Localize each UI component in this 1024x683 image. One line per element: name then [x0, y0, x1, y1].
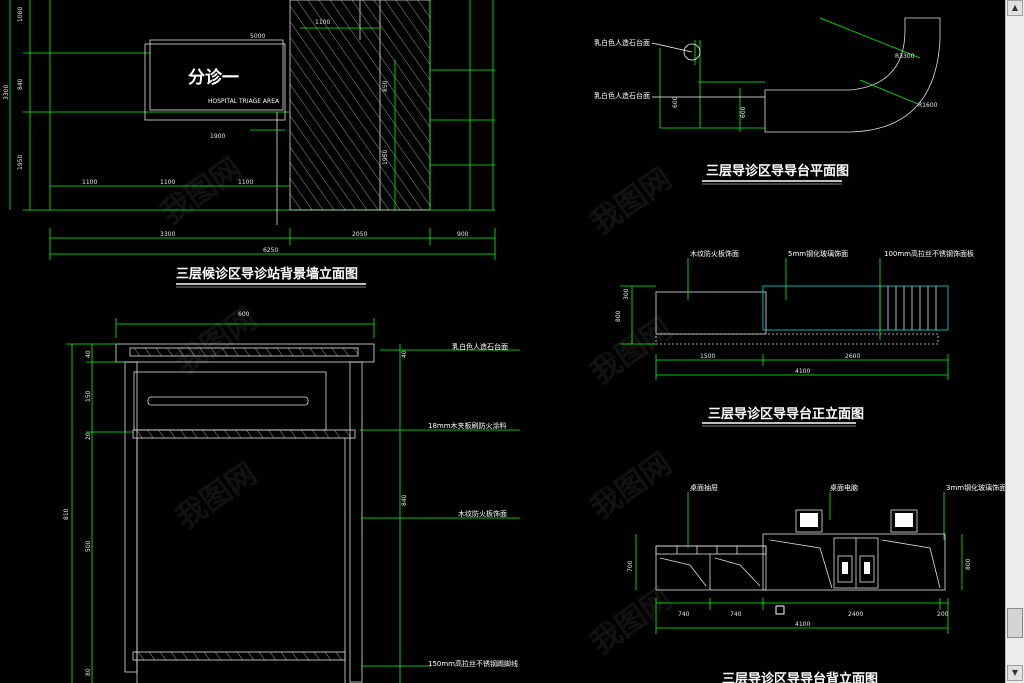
svg-text:4100: 4100: [795, 621, 810, 628]
svg-text:4100: 4100: [795, 368, 810, 375]
svg-text:200: 200: [937, 611, 949, 618]
svg-text:40: 40: [401, 350, 408, 358]
svg-text:我图网: 我图网: [155, 151, 249, 231]
svg-text:5mm钢化玻璃饰面: 5mm钢化玻璃饰面: [788, 249, 848, 258]
desk-section-detail: [66, 318, 520, 683]
svg-text:1100: 1100: [160, 179, 175, 186]
svg-text:2050: 2050: [352, 231, 367, 238]
svg-text:150mm高拉丝不锈钢踢脚线: 150mm高拉丝不锈钢踢脚线: [428, 659, 518, 668]
desk-back-icons: [775, 513, 913, 615]
desk-front-title: 三层导诊区导导台正立面图: [708, 406, 864, 422]
svg-text:40: 40: [85, 350, 92, 358]
svg-text:20: 20: [85, 432, 92, 440]
desk-back-elevation: [635, 492, 963, 634]
svg-text:乳白色人造石台面: 乳白色人造石台面: [452, 342, 508, 351]
svg-text:乳白色人造石台面: 乳白色人造石台面: [594, 38, 650, 47]
svg-text:740: 740: [678, 611, 690, 618]
cabinet-handle-icon: [864, 562, 870, 574]
svg-text:1900: 1900: [210, 133, 225, 140]
desk-back-title: 三层导诊区导导台背立面图: [722, 671, 878, 683]
svg-text:800: 800: [615, 310, 622, 322]
wall-elevation-drawing: [9, 0, 496, 260]
svg-text:740: 740: [730, 611, 742, 618]
svg-text:1500: 1500: [700, 353, 715, 360]
marker-icon: [775, 605, 785, 615]
watermark: 我图网 我图网 我图网 我图网 我图网 我图网 我图网: [155, 151, 679, 661]
svg-text:150: 150: [85, 390, 92, 402]
svg-text:850: 850: [382, 80, 389, 92]
svg-text:18mm木夹板刷防火涂料: 18mm木夹板刷防火涂料: [428, 421, 507, 430]
svg-text:2400: 2400: [848, 611, 863, 618]
svg-text:600: 600: [238, 311, 250, 318]
svg-text:2600: 2600: [845, 353, 860, 360]
svg-text:1100: 1100: [82, 179, 97, 186]
computer-monitor-icon: [895, 513, 913, 527]
svg-text:3300: 3300: [3, 85, 10, 100]
svg-text:700: 700: [627, 560, 634, 572]
desk-back-text: 桌面抽屉 桌面电脑 3mm钢化玻璃饰面 740 740 2400 200 410…: [627, 483, 1005, 628]
desk-front-text: 木纹防火板饰面 5mm钢化玻璃饰面 100mm高拉丝不锈钢饰面板 1500 26…: [615, 249, 974, 422]
wall-elevation-text: 分诊一 HOSPITAL TRIAGE AREA 1100 5000 1900 …: [3, 7, 469, 282]
sign-text: 分诊一: [188, 67, 239, 88]
svg-text:800: 800: [965, 558, 972, 570]
svg-text:3300: 3300: [160, 231, 175, 238]
svg-text:810: 810: [63, 508, 70, 520]
desk-plan-drawing: [651, 17, 941, 133]
svg-text:我图网: 我图网: [585, 581, 679, 661]
svg-text:5000: 5000: [250, 33, 265, 40]
desk-front-elevation: [620, 258, 949, 380]
svg-text:840: 840: [401, 494, 408, 506]
svg-text:R3300: R3300: [895, 53, 915, 60]
svg-text:R1600: R1600: [918, 102, 938, 109]
svg-text:900: 900: [457, 231, 469, 238]
svg-text:1100: 1100: [315, 19, 330, 26]
wall-elevation-title: 三层候诊区导诊站背景墙立面图: [176, 266, 358, 282]
svg-text:我图网: 我图网: [170, 301, 264, 381]
svg-text:600: 600: [672, 96, 679, 108]
svg-text:1950: 1950: [382, 150, 389, 165]
svg-text:我图网: 我图网: [170, 456, 264, 536]
sign-subtext: HOSPITAL TRIAGE AREA: [208, 98, 280, 105]
scroll-down-button[interactable]: ▼: [1007, 665, 1023, 681]
computer-monitor-icon: [800, 513, 818, 527]
svg-text:木纹防火板饰面: 木纹防火板饰面: [690, 249, 739, 258]
desk-section-text: 乳白色人造石台面 18mm木夹板刷防火涂料 木纹防火板饰面 150mm高拉丝不锈…: [63, 311, 518, 676]
svg-text:840: 840: [17, 78, 24, 90]
svg-text:100mm高拉丝不锈钢饰面板: 100mm高拉丝不锈钢饰面板: [884, 249, 974, 258]
scrollbar-thumb[interactable]: [1007, 608, 1023, 638]
svg-text:我图网: 我图网: [585, 311, 679, 391]
svg-text:600: 600: [740, 106, 747, 118]
svg-text:300: 300: [623, 288, 630, 300]
scroll-up-button[interactable]: ▲: [1007, 0, 1023, 16]
svg-text:桌面抽屉: 桌面抽屉: [690, 483, 718, 492]
svg-text:1950: 1950: [17, 155, 24, 170]
svg-text:1100: 1100: [238, 179, 253, 186]
cabinet-handle-icon: [842, 562, 848, 574]
svg-text:500: 500: [85, 540, 92, 552]
svg-text:我图网: 我图网: [585, 446, 679, 526]
svg-text:1000: 1000: [17, 7, 24, 22]
svg-text:木纹防火板饰面: 木纹防火板饰面: [458, 509, 507, 518]
desk-plan-title: 三层导诊区导导台平面图: [706, 163, 849, 179]
svg-text:80: 80: [85, 668, 92, 676]
svg-text:6250: 6250: [263, 247, 278, 254]
svg-text:我图网: 我图网: [585, 161, 679, 241]
svg-text:3mm钢化玻璃饰面: 3mm钢化玻璃饰面: [946, 483, 1005, 492]
svg-text:桌面电脑: 桌面电脑: [830, 483, 858, 492]
desk-plan-text: 乳白色人造石台面 乳白色人造石台面 R3300 R1600 600 600 三层…: [594, 38, 938, 179]
vertical-scrollbar[interactable]: ▲ ▼: [1005, 0, 1024, 683]
svg-text:乳白色人造石台面: 乳白色人造石台面: [594, 91, 650, 100]
